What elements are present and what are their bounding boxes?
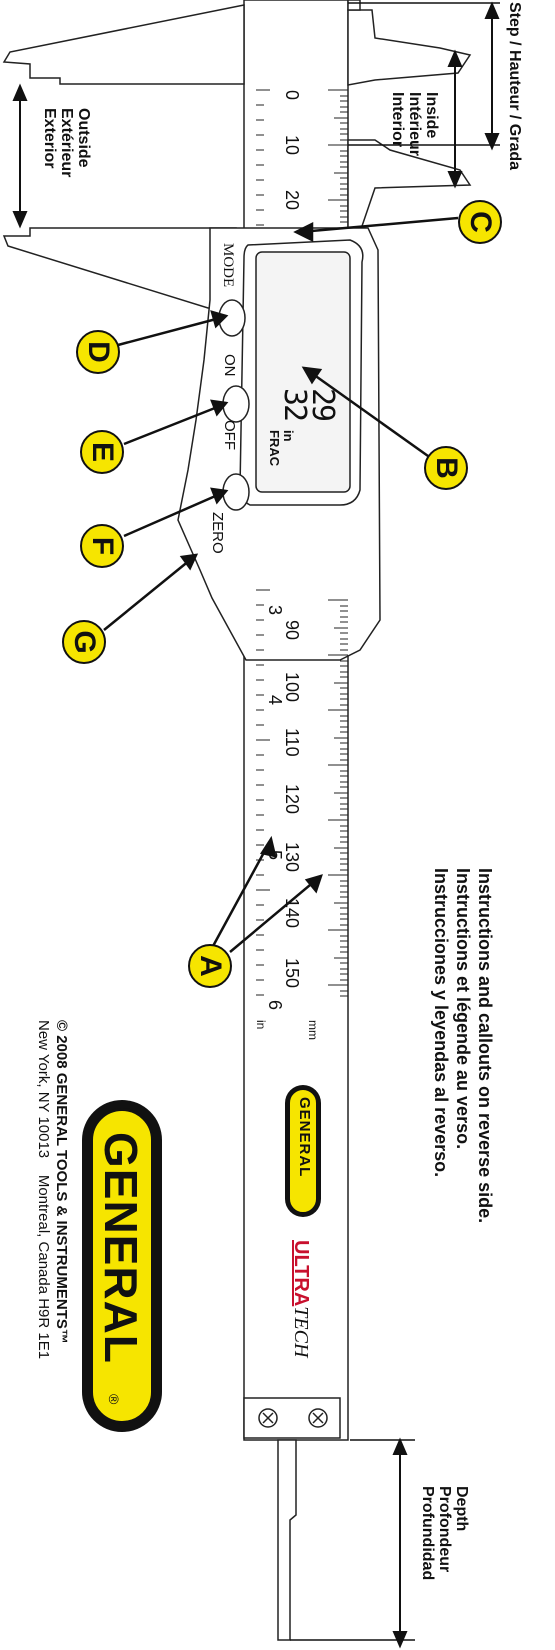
lcd-mode: FRAC (267, 430, 282, 467)
sliding-outside-jaw (2, 227, 237, 309)
mm-label-140: 140 (282, 898, 302, 929)
outside-arrow-top (12, 83, 28, 101)
copyright-block: © 2008 GENERAL TOOLS & INSTRUMENTS™ New … (34, 1020, 70, 1359)
off-label: OFF (221, 420, 238, 450)
mm-unit: mm (306, 1020, 320, 1040)
outside-label-fr: Extérieur (58, 108, 75, 178)
leader-g (103, 559, 191, 631)
zero-label: ZERO (209, 512, 226, 554)
copyright-line1: © 2008 GENERAL TOOLS & INSTRUMENTS™ (53, 1020, 70, 1344)
leader-a2 (229, 879, 317, 953)
copyright-line2: New York, NY 10013 Montreal, Canada H9R … (35, 1020, 52, 1360)
fixed-outside-jaw (2, 4, 245, 85)
registered-mark: ® (106, 1394, 122, 1405)
inside-arrow-top (447, 49, 463, 67)
callout-d: D (76, 330, 120, 374)
in-unit: in (254, 1020, 268, 1030)
callout-g: G (62, 620, 106, 664)
depth-label-en: Depth (453, 1486, 470, 1532)
callout-d-letter: D (82, 341, 115, 363)
ultratech-logo: ULTRATECH (289, 1240, 312, 1357)
leader-b (309, 370, 429, 458)
depth-label-es: Profundidad (419, 1486, 436, 1581)
inch-label-6: 6 (265, 1000, 285, 1011)
step-arrow-bottom (484, 133, 500, 151)
small-general-logo: GENERAL (285, 1085, 321, 1217)
onoff-button (222, 385, 250, 423)
mode-label: MODE (220, 243, 236, 288)
caliper-beam (243, 0, 349, 1441)
mm-label-0: 0 (282, 90, 302, 101)
callout-a: A (188, 944, 232, 988)
mm-label-110: 110 (282, 728, 302, 757)
mm-label-20: 20 (282, 190, 302, 211)
leader-e (123, 404, 221, 446)
lcd-unit: in (281, 430, 296, 442)
callout-c-letter: C (464, 211, 497, 233)
depth-arrow-bottom (392, 1631, 408, 1649)
inside-arrow-bottom (447, 171, 463, 189)
inside-jaw-fixed (347, 9, 472, 86)
on-label: ON (221, 354, 238, 377)
big-general-logo: GENERAL ® (82, 1100, 162, 1432)
callout-b: B (424, 446, 468, 490)
inch-label-4: 4 (265, 695, 285, 706)
inside-labels: Inside Intérieur Interior (389, 92, 440, 156)
callout-c: C (458, 200, 502, 244)
leader-f (123, 492, 221, 538)
leader-a1 (210, 844, 270, 949)
callout-e: E (80, 430, 124, 474)
ultra-text: ULTRA (290, 1240, 312, 1307)
depth-rod (277, 1439, 297, 1641)
depth-labels: Depth Profondeur Profundidad (419, 1486, 470, 1580)
lcd-value-bottom: 32 (277, 388, 312, 421)
mm-label-120: 120 (282, 784, 302, 815)
small-logo-text: GENERAL (296, 1097, 313, 1178)
depth-arrow-top (392, 1437, 408, 1455)
outside-arrow-bottom (12, 211, 28, 229)
callout-f-letter: F (86, 536, 119, 556)
outside-label-es: Exterior (41, 108, 58, 169)
callout-a-letter: A (194, 955, 227, 977)
lcd-window (255, 251, 351, 493)
instructions-es: Instrucciones y leyendas al reverso. (431, 868, 451, 1178)
callout-b-letter: B (430, 457, 463, 479)
big-logo-text: GENERAL (95, 1132, 147, 1364)
outside-label-en: Outside (75, 108, 92, 168)
callout-f: F (80, 524, 124, 568)
instructions-block: Instructions and callouts on reverse sid… (430, 868, 496, 1223)
step-face (347, 0, 361, 11)
inch-label-5: 5 (265, 850, 285, 861)
inside-label-fr: Intérieur (406, 92, 423, 157)
step-arrow-top (484, 1, 500, 19)
zero-button (222, 473, 250, 511)
callout-g-letter: G (68, 630, 101, 654)
mm-label-90: 90 (282, 620, 302, 641)
inch-label-3: 3 (265, 605, 285, 616)
instructions-en: Instructions and callouts on reverse sid… (475, 868, 495, 1224)
mm-label-10: 10 (282, 135, 302, 156)
mm-label-150: 150 (282, 958, 302, 989)
step-label: Step / Hauteur / Grada (506, 2, 523, 171)
leader-d (117, 316, 221, 347)
inside-label-en: Inside (423, 92, 440, 139)
leader-c (299, 216, 459, 234)
instructions-fr: Instructions et légende au verso. (453, 868, 473, 1150)
depth-label-fr: Profondeur (436, 1486, 453, 1573)
callout-e-letter: E (86, 441, 119, 463)
inside-label-es: Interior (389, 92, 406, 148)
outside-labels: Outside Extérieur Exterior (41, 108, 92, 177)
tech-text: TECH (290, 1306, 312, 1358)
